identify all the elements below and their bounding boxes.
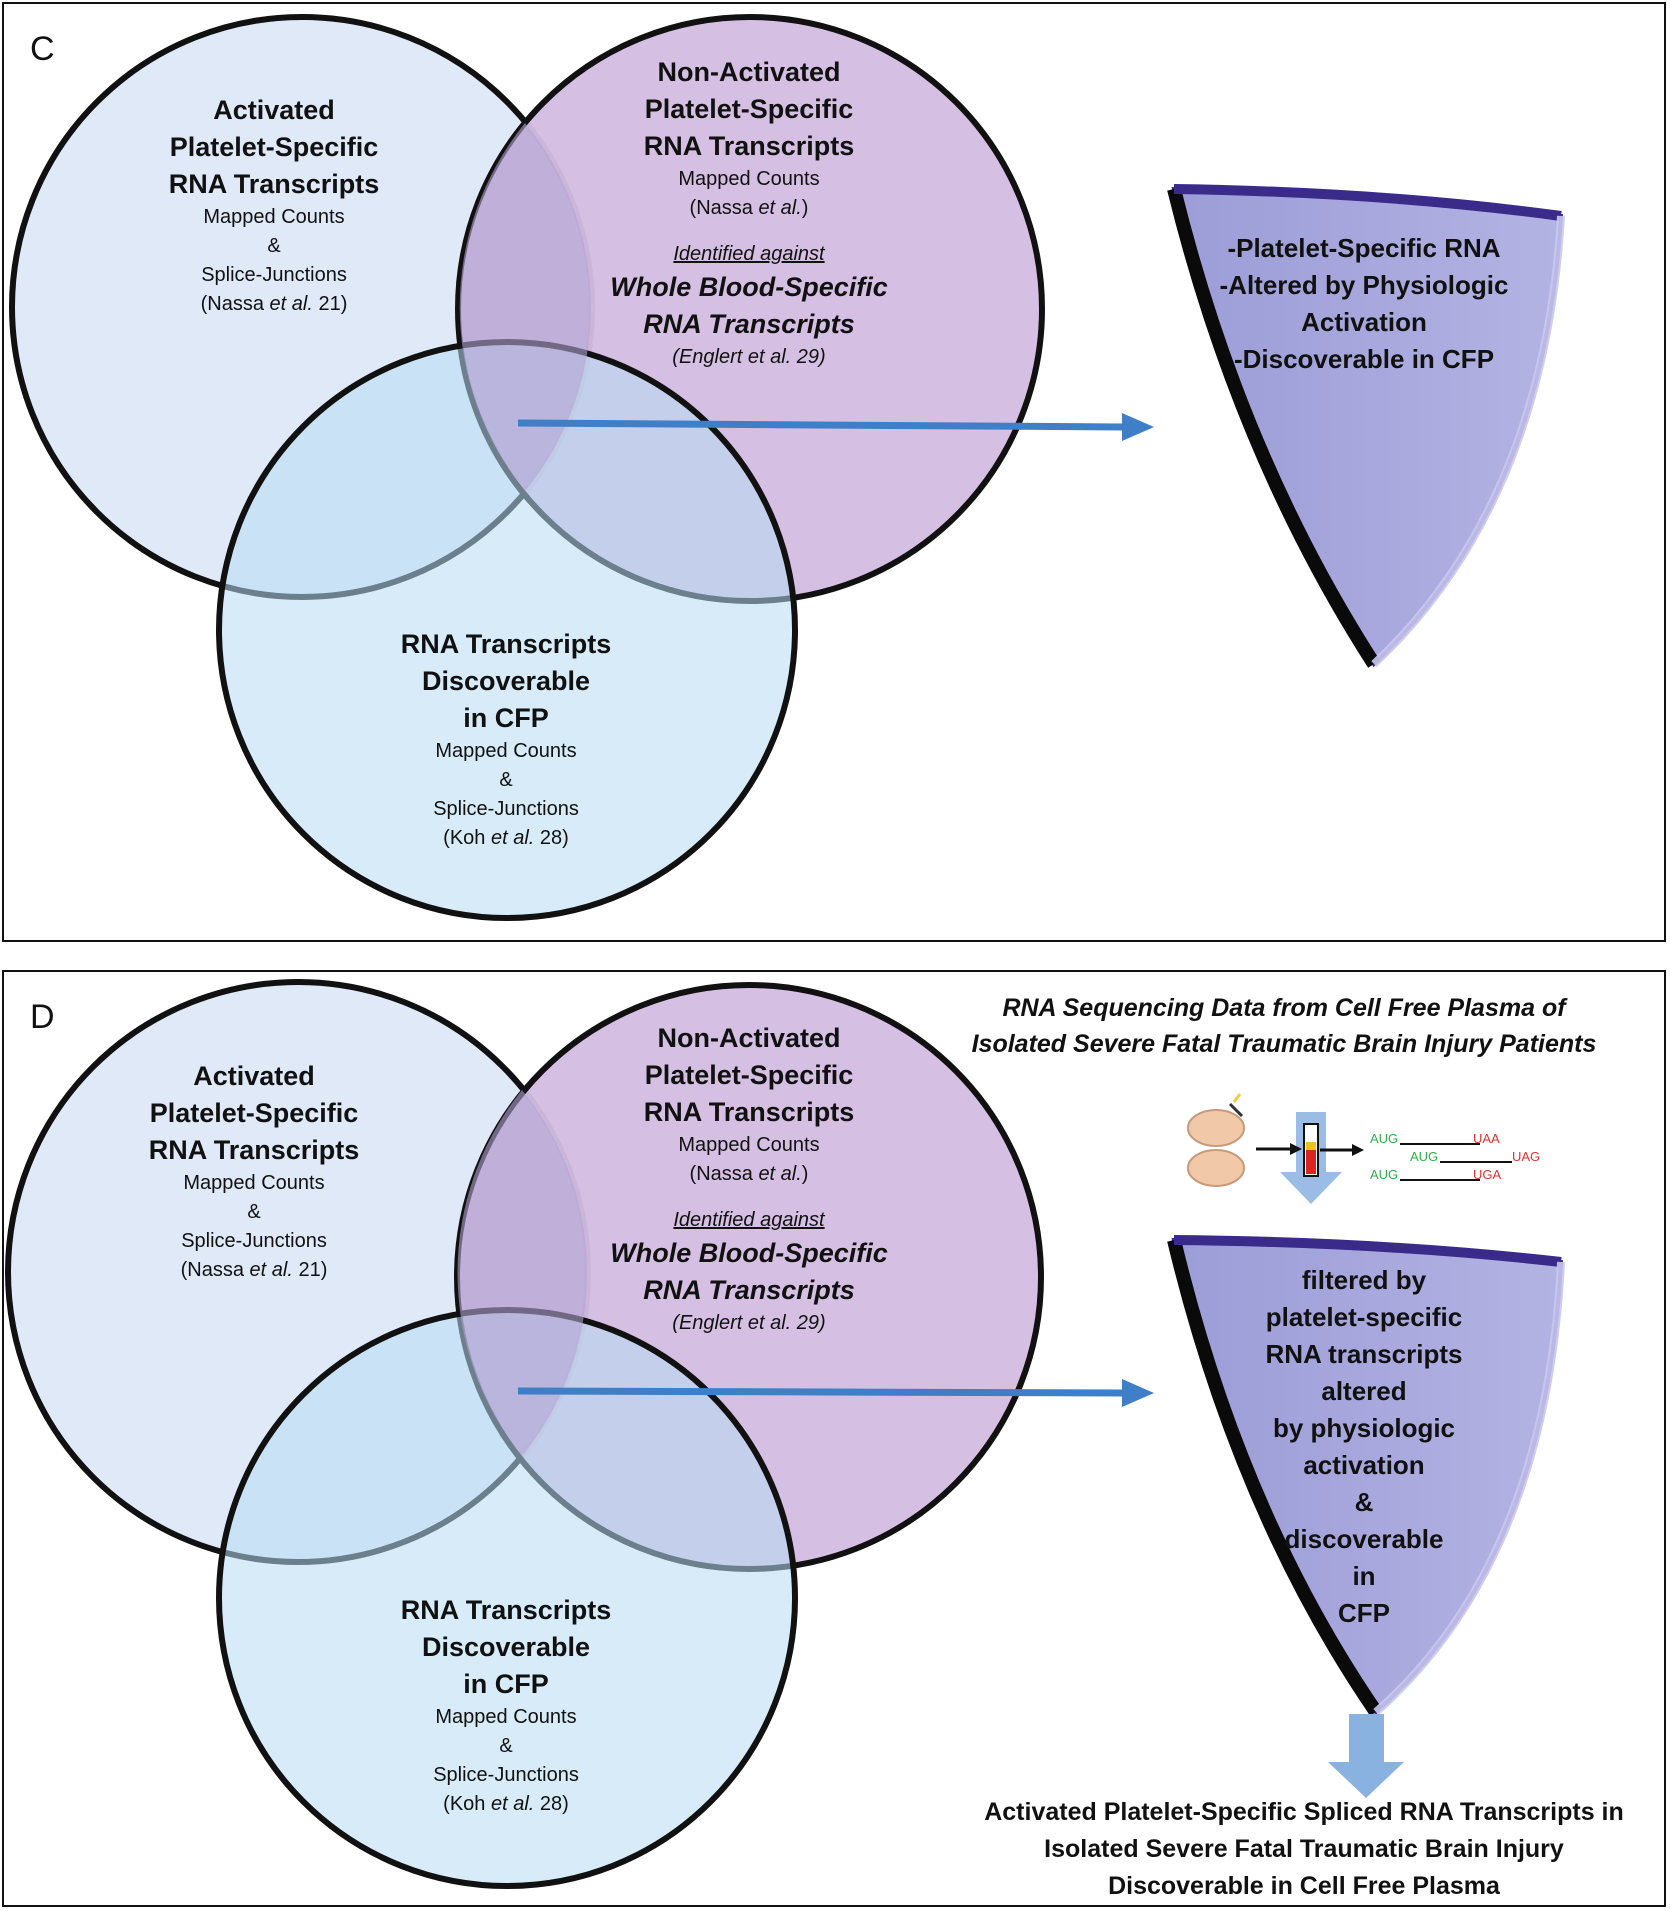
cfp-subtitle: Mapped Counts & Splice-Junctions	[433, 1706, 579, 1786]
cfp-citation: (Koh et al. 28)	[443, 1793, 569, 1815]
whole-blood-citation: (Englert et al. 29)	[672, 346, 826, 368]
overlap-activated-nonactivated	[459, 123, 591, 491]
overlap-activated-nonactivated	[457, 1090, 588, 1456]
nonactivated-title: Non-Activated Platelet-Specific RNA Tran…	[643, 1023, 855, 1127]
flow-arrowhead-c	[1122, 413, 1154, 441]
whole-blood-title: Whole Blood-Specific RNA Transcripts	[610, 272, 888, 339]
whole-blood-citation: (Englert et al. 29)	[672, 1312, 826, 1334]
flow-arrowhead-d	[1122, 1379, 1154, 1407]
activated-subtitle: Mapped Counts & Splice-Junctions	[181, 1172, 327, 1252]
activated-citation: (Nassa et al. 21)	[180, 1259, 328, 1281]
venn-diagram-d	[5, 979, 1565, 1889]
conclusion-down-arrow	[1328, 1714, 1404, 1798]
panel-label: C	[30, 30, 55, 68]
shield-d-text: filtered by platelet-specific RNA transc…	[1265, 1265, 1463, 1628]
whole-blood-title: Whole Blood-Specific RNA Transcripts	[610, 1238, 888, 1305]
shield-c-text: -Platelet-Specific RNA -Altered by Physi…	[1219, 233, 1509, 374]
flow-arrow-c	[517, 419, 1125, 431]
nonactivated-citation: (Nassa et al.)	[689, 1163, 809, 1185]
identified-against-label: Identified against	[673, 1209, 825, 1231]
shield-d	[1167, 1235, 1565, 1716]
rna-seq-header: RNA Sequencing Data from Cell Free Plasm…	[971, 994, 1597, 1058]
blood-tube-icon	[1303, 1123, 1319, 1177]
nonactivated-title: Non-Activated Platelet-Specific RNA Tran…	[643, 57, 855, 161]
codon-stop-1: UAA	[1473, 1131, 1500, 1146]
activated-title: Activated Platelet-Specific RNA Transcri…	[168, 95, 380, 199]
venn-diagram-c	[9, 14, 1565, 921]
codon-start-1: AUG	[1370, 1131, 1399, 1146]
activated-citation: (Nassa et al. 21)	[200, 293, 348, 315]
identified-against-label: Identified against	[673, 243, 825, 265]
activated-label-group: Activated Platelet-Specific RNA Transcri…	[104, 1058, 404, 1285]
nonactivated-subtitle: Mapped Counts	[678, 1134, 820, 1156]
nonactivated-label-group: Non-Activated Platelet-Specific RNA Tran…	[594, 1020, 904, 1338]
shield-c	[1167, 184, 1565, 668]
nonactivated-citation: (Nassa et al.)	[689, 197, 809, 219]
panel-c: C Activated Platelet-Specific RNA	[2, 2, 1666, 942]
nonactivated-subtitle: Mapped Counts	[678, 168, 820, 190]
cfp-label-group: RNA Transcripts Discoverable in CFP Mapp…	[356, 626, 656, 853]
cfp-title: RNA Transcripts Discoverable in CFP	[400, 629, 612, 733]
codon-start-2: AUG	[1410, 1149, 1439, 1164]
cfp-label-group: RNA Transcripts Discoverable in CFP Mapp…	[356, 1592, 656, 1819]
activated-label-group: Activated Platelet-Specific RNA Transcri…	[124, 92, 424, 319]
panel-label: D	[30, 998, 55, 1036]
codon-stop-3: UGA	[1473, 1167, 1502, 1182]
flow-arrow-d	[517, 1387, 1125, 1397]
codon-stop-2: UAG	[1512, 1149, 1541, 1164]
cfp-title: RNA Transcripts Discoverable in CFP	[400, 1595, 612, 1699]
codon-start-3: AUG	[1370, 1167, 1399, 1182]
nonactivated-label-group: Non-Activated Platelet-Specific RNA Tran…	[594, 54, 904, 372]
activated-subtitle: Mapped Counts & Splice-Junctions	[201, 206, 347, 286]
conclusion-text: Activated Platelet-Specific Spliced RNA …	[984, 1798, 1624, 1900]
activated-title: Activated Platelet-Specific RNA Transcri…	[148, 1061, 360, 1165]
panel-d: D	[2, 970, 1666, 1907]
brain-icon	[1187, 1093, 1245, 1187]
cfp-citation: (Koh et al. 28)	[443, 827, 569, 849]
cfp-subtitle: Mapped Counts & Splice-Junctions	[433, 740, 579, 820]
